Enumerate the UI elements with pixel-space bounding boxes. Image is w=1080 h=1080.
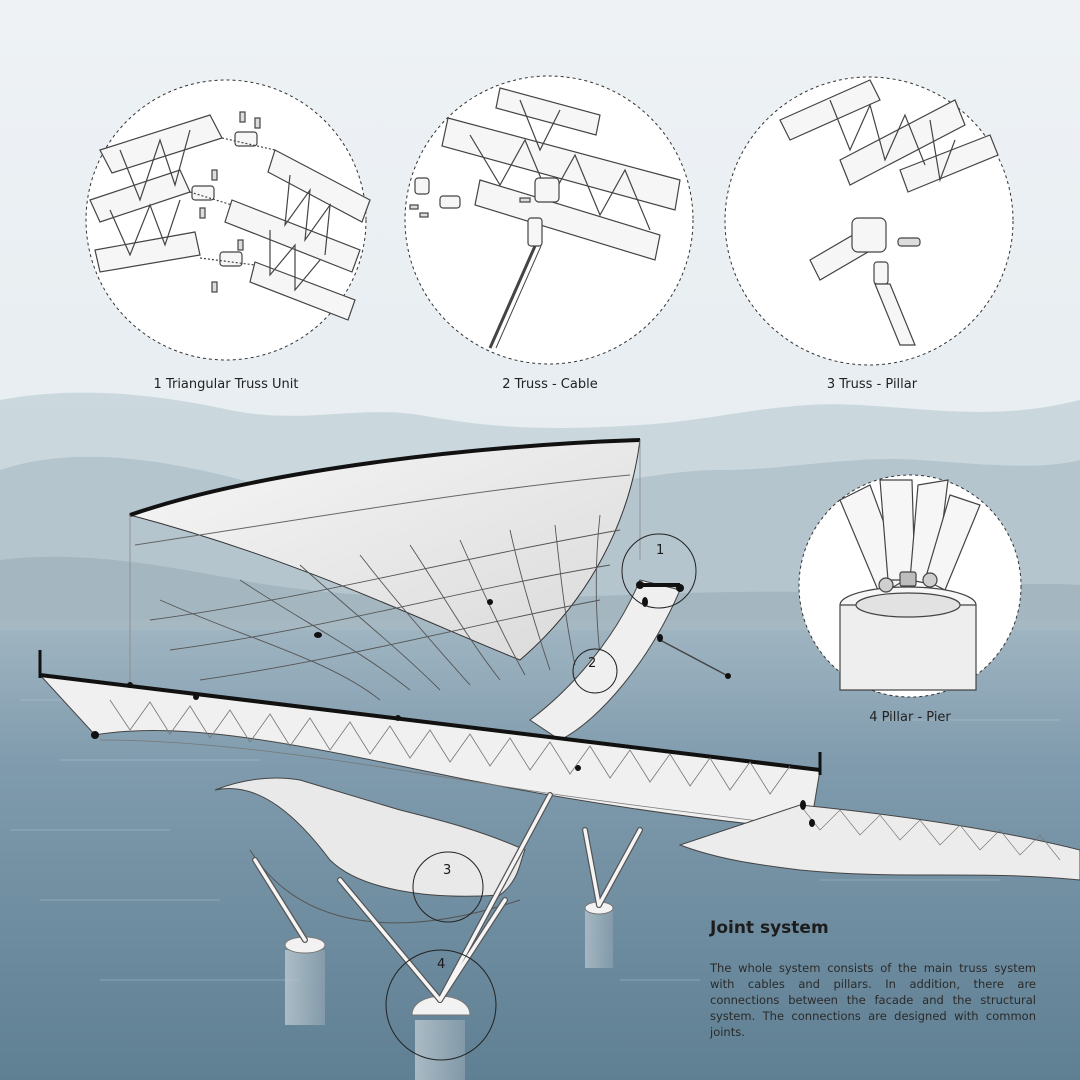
callout-marker-4: 4	[385, 949, 497, 1061]
deck-truss-webs	[99, 699, 811, 829]
truss-pillar-illustration	[779, 79, 999, 346]
detail-circle-2	[404, 75, 694, 365]
caption-pillar-pier: 4 Pillar - Pier	[869, 710, 951, 725]
truss-unit-illustration	[89, 111, 371, 321]
marker-number-1: 1	[656, 543, 664, 558]
caption-triangular-truss-unit: 1 Triangular Truss Unit	[153, 377, 299, 392]
joint-system-title: Joint system	[710, 918, 829, 938]
callout-marker-1: 1	[621, 533, 697, 609]
roof-ribs	[149, 514, 621, 701]
marker-number-4: 4	[437, 957, 445, 972]
lower-hull	[214, 777, 526, 897]
piers	[284, 901, 614, 1080]
right-wing-deck	[678, 804, 1080, 881]
truss-cable-illustration	[409, 87, 681, 349]
caption-truss-cable: 2 Truss - Cable	[502, 377, 598, 392]
pillar-pier-illustration	[839, 479, 981, 691]
detail-circle-3	[724, 76, 1014, 366]
joint-dots	[91, 581, 815, 827]
marker-number-3: 3	[443, 863, 451, 878]
detail-circle-1	[85, 79, 371, 361]
detail-circle-4	[798, 474, 1022, 698]
pavilion-structure	[38, 438, 1080, 1080]
callout-marker-2: 2	[572, 648, 618, 694]
sail-roof-edge	[129, 438, 641, 517]
main-deck-truss	[38, 674, 821, 831]
caption-truss-pillar: 3 Truss - Pillar	[826, 377, 918, 392]
deck-top-rail	[39, 673, 821, 772]
callout-marker-3: 3	[412, 851, 484, 923]
marker-number-2: 2	[588, 656, 596, 671]
sail-roof-lower	[134, 474, 631, 546]
joint-system-description: The whole system consists of the main tr…	[710, 961, 1036, 1039]
